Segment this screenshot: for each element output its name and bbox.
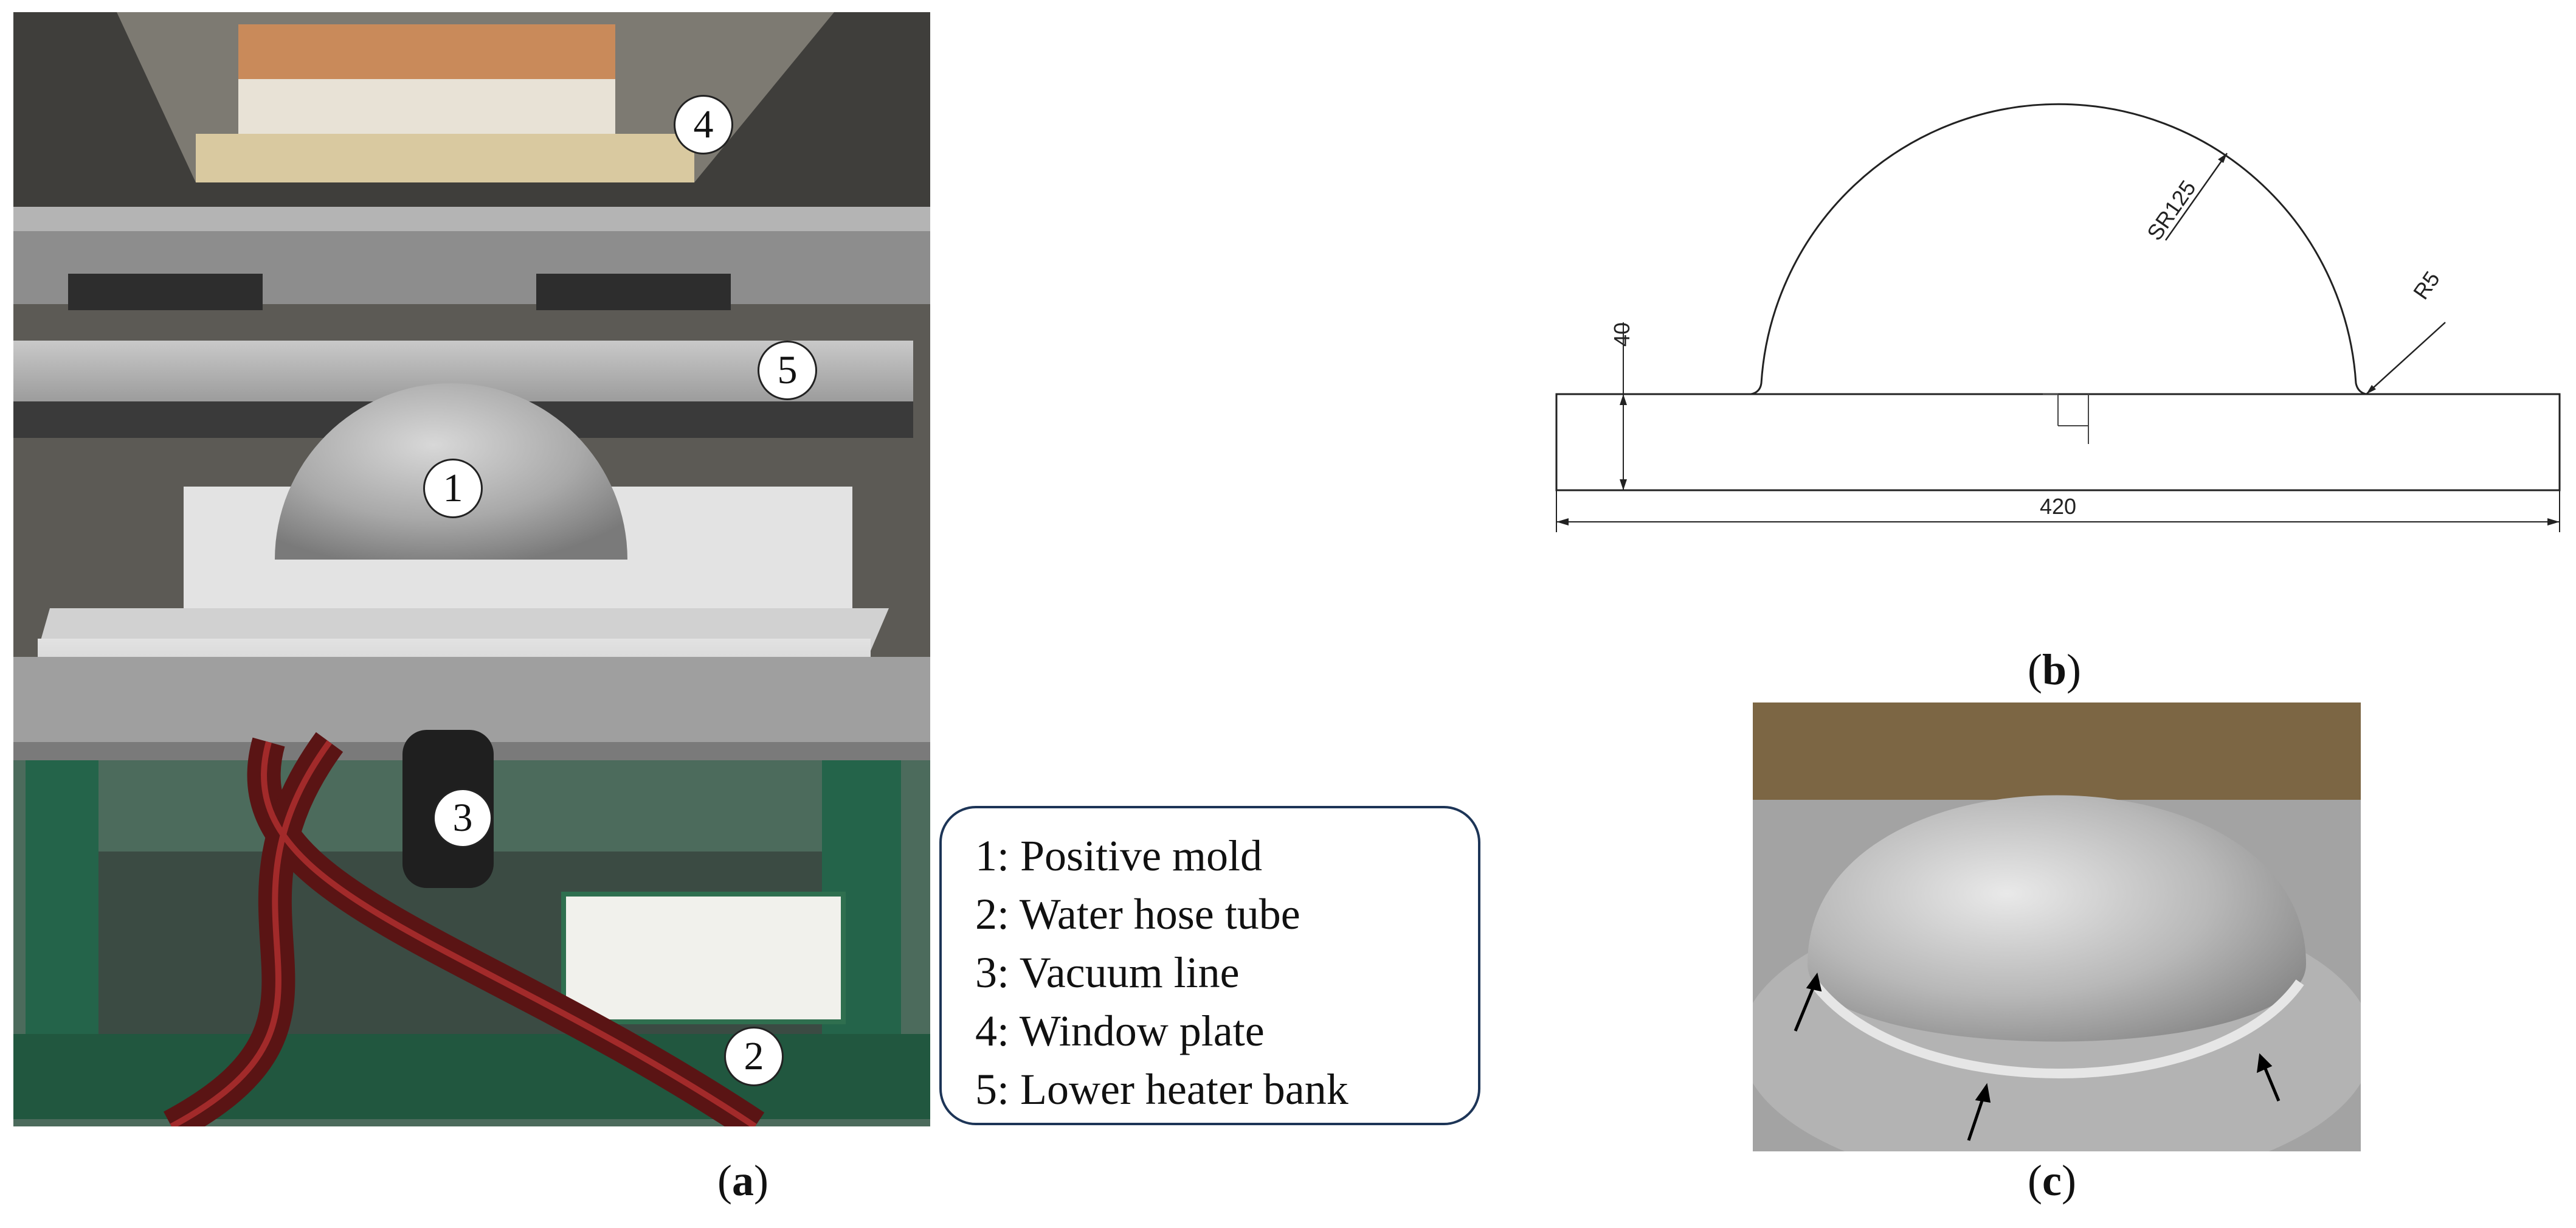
dome-closeup-photo <box>1753 702 2361 1151</box>
mold-technical-drawing: SR125 R5 40 420 <box>1555 103 2561 532</box>
legend-item: 2: Water hose tube <box>975 890 1300 938</box>
caption-b: (b) <box>2028 645 2082 694</box>
r5-arrowhead <box>2366 385 2376 394</box>
thermoforming-machine-photo: 1 2 3 4 5 <box>13 12 930 1126</box>
caption-c: (c) <box>2028 1156 2076 1205</box>
width-label: 420 <box>2040 494 2076 519</box>
width-arrow-right <box>2547 518 2560 526</box>
dome-closeup-illustration <box>1753 702 2361 1151</box>
sr125-label: SR125 <box>2142 176 2201 245</box>
r5-leader-line <box>2366 322 2446 395</box>
origin-mark <box>2043 394 2089 444</box>
legend-box: 1: Positive mold 2: Water hose tube 3: V… <box>939 806 1480 1125</box>
machine-illustration <box>13 12 930 1126</box>
caption-c-letter: c <box>2042 1156 2062 1205</box>
dome-outline <box>1750 103 2367 395</box>
height-label: 40 <box>1609 322 1634 347</box>
legend-item: 5: Lower heater bank <box>975 1065 1348 1114</box>
width-arrow-left <box>1556 518 1569 526</box>
r5-label: R5 <box>2408 266 2445 304</box>
caption-a-letter: a <box>731 1156 754 1205</box>
sr125-leader-line <box>2164 153 2228 241</box>
seam-arrows <box>1794 973 2281 1141</box>
legend-item: 1: Positive mold <box>975 831 1263 880</box>
legend-item: 3: Vacuum line <box>975 948 1240 997</box>
height-arrow-bottom <box>1620 479 1627 490</box>
sr125-arrowhead <box>2218 153 2227 163</box>
marker-4-window-plate: 4 <box>674 95 733 154</box>
marker-5-lower-heater-bank: 5 <box>758 341 817 400</box>
legend-item: 4: Window plate <box>975 1007 1265 1055</box>
marker-2-water-hose: 2 <box>724 1027 784 1086</box>
marker-3-vacuum-line: 3 <box>433 788 492 848</box>
caption-a: (a) <box>717 1156 768 1205</box>
caption-b-letter: b <box>2042 645 2067 694</box>
marker-1-positive-mold: 1 <box>423 459 483 518</box>
height-arrow-top <box>1620 394 1627 405</box>
